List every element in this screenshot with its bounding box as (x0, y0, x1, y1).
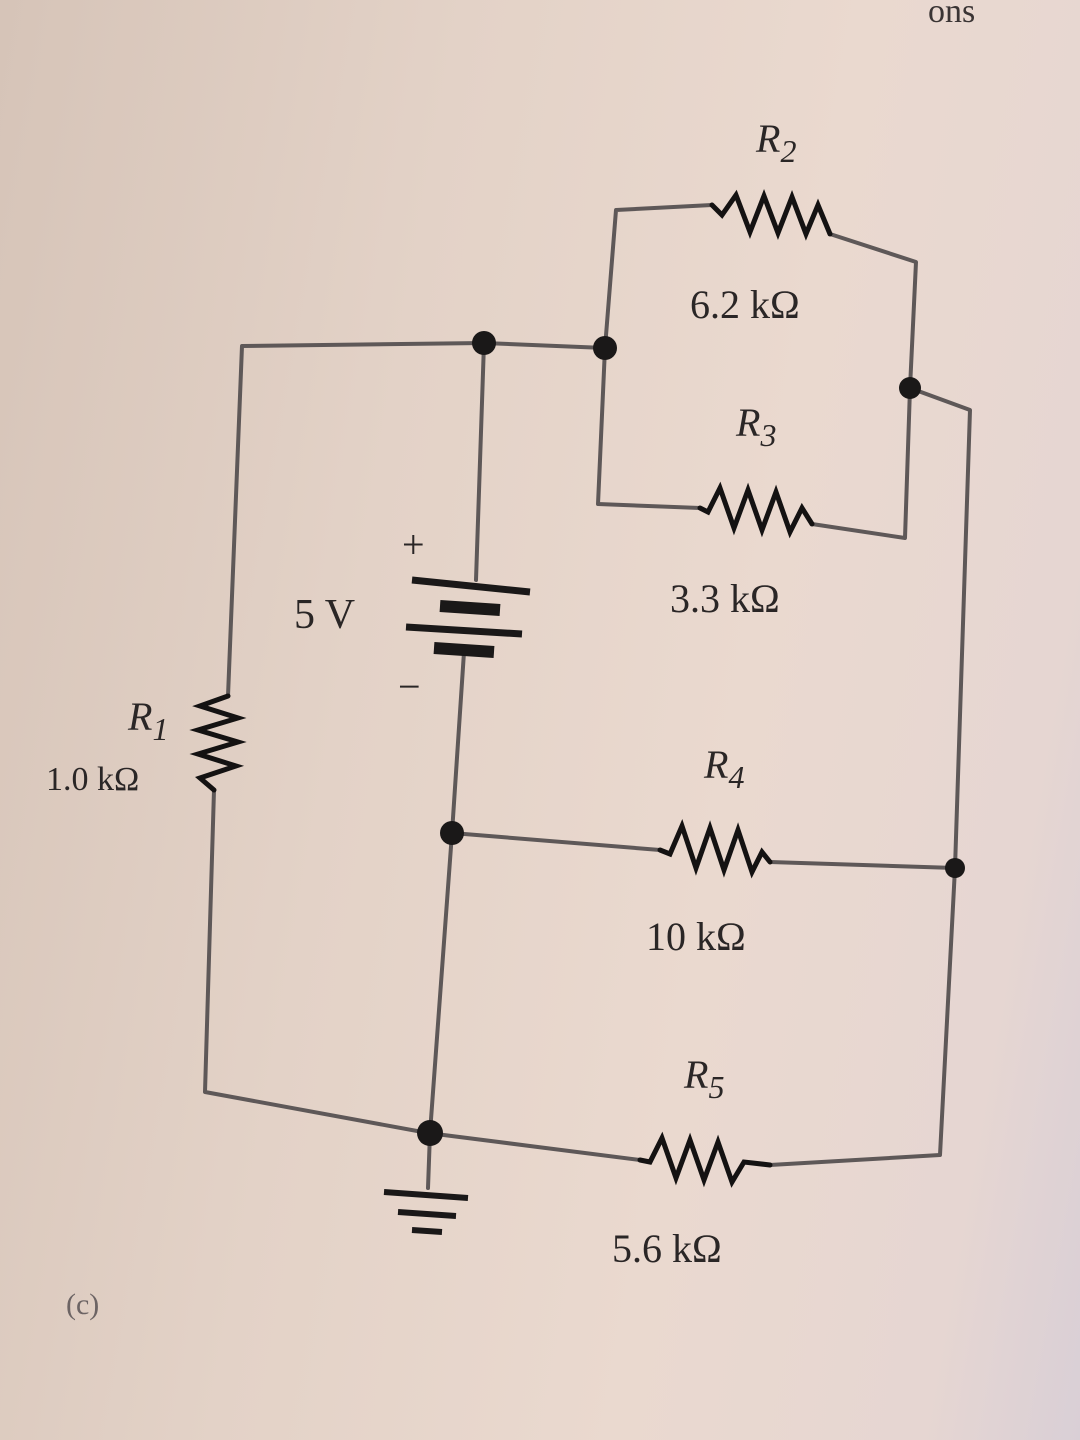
battery-symbol (405, 576, 531, 658)
wires (203, 203, 972, 1190)
source-plus-label: + (402, 522, 425, 567)
corner-text: ons (928, 0, 975, 30)
wire-right-rail-bottom (768, 866, 957, 1167)
r1-value-label: 1.0 kΩ (46, 761, 139, 798)
wire-r2-right (828, 232, 918, 390)
wire-top-to-parallel (482, 341, 607, 350)
node-middle (440, 821, 464, 845)
wire-r5-left (426, 1131, 642, 1162)
r1-name-label: R1 (127, 694, 168, 747)
wire-r4-left (450, 831, 662, 852)
source-voltage-label: 5 V (294, 592, 355, 638)
r2-name-label: R2 (755, 116, 796, 169)
wire-r4-right (768, 860, 957, 870)
resistor-r2-symbol (709, 189, 833, 241)
battery-plate-short-2 (433, 642, 495, 658)
figure-label: (c) (66, 1288, 99, 1321)
wire-right-rail-top (908, 386, 972, 870)
r5-value-label: 5.6 kΩ (612, 1226, 722, 1271)
battery-plate-long-1 (411, 576, 531, 596)
wire-top-left (226, 341, 486, 698)
wire-left-bottom (203, 788, 430, 1135)
wire-battery-bottom (428, 650, 466, 1135)
battery-plate-short-1 (439, 600, 501, 616)
resistor-r1-symbol (189, 693, 247, 793)
r3-value-label: 3.3 kΩ (670, 576, 780, 621)
r4-name-label: R4 (703, 742, 744, 795)
node-right-rail (945, 858, 965, 878)
battery-plate-long-2 (405, 623, 523, 638)
wire-r2-left (603, 203, 714, 350)
wire-battery-top (474, 341, 486, 582)
node-parallel-right (899, 377, 921, 399)
junction-nodes (417, 331, 965, 1146)
r5-name-label: R5 (683, 1052, 724, 1105)
resistor-r4-symbol (657, 818, 773, 879)
node-top (472, 331, 496, 355)
ground-symbol (383, 1189, 469, 1235)
source-minus-label: − (398, 664, 421, 709)
resistor-r3-symbol (697, 481, 815, 539)
wire-r3-left (596, 346, 702, 510)
resistor-r5-symbol (637, 1131, 773, 1188)
node-parallel-left (593, 336, 617, 360)
r2-value-label: 6.2 kΩ (690, 282, 800, 327)
node-ground (417, 1120, 443, 1146)
wire-r3-right (810, 386, 912, 540)
r3-name-label: R3 (735, 400, 776, 453)
r4-value-label: 10 kΩ (646, 914, 746, 959)
